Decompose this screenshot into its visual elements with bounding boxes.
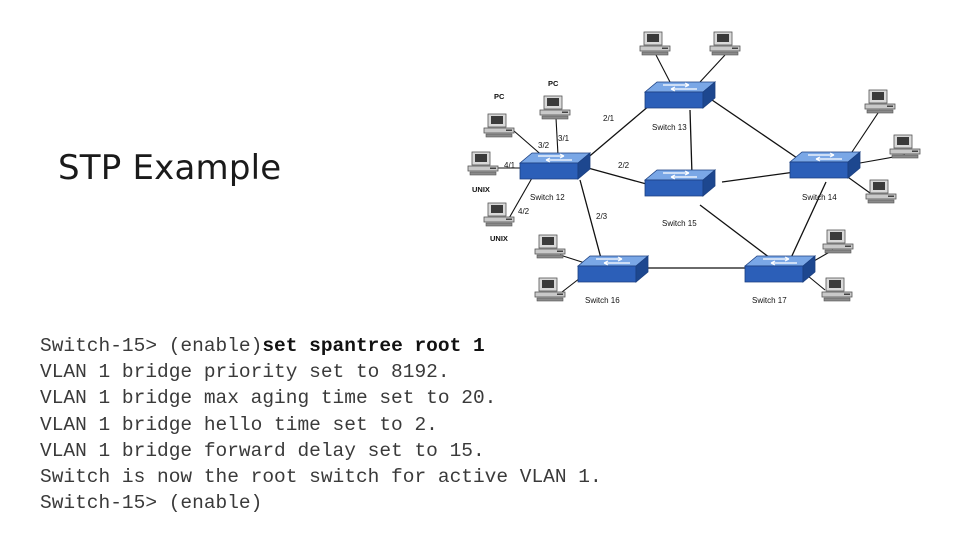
switch-16-icon [577, 255, 649, 283]
console-output: Switch-15> (enable)set spantree root 1 V… [40, 333, 602, 516]
pc-icon [822, 229, 854, 254]
link-sw14-sw17 [789, 181, 827, 261]
port-label: 3/1 [558, 134, 570, 143]
pc-icon [483, 113, 515, 138]
host-label: PC [494, 92, 505, 101]
switch-17-icon [744, 255, 816, 283]
switch-15-icon [644, 169, 716, 197]
network-topology-diagram: Switch 13 Switch 12 Switch 15 Switch 14 … [467, 31, 921, 305]
console-prompt: Switch-15> (enable) [40, 335, 263, 357]
unix-workstation-icon [483, 202, 515, 227]
switch-15-label: Switch 15 [662, 219, 697, 228]
pc-icon [821, 277, 853, 302]
port-label: 2/1 [603, 114, 615, 123]
link-sw13-sw15 [689, 109, 693, 176]
console-line: VLAN 1 bridge priority set to 8192. [40, 361, 450, 384]
switch-17-label: Switch 17 [752, 296, 787, 305]
pc-icon [534, 234, 566, 259]
pc-icon [539, 95, 571, 120]
pc-icon [534, 277, 566, 302]
host-label: UNIX [490, 234, 508, 243]
console-line: VLAN 1 bridge forward delay set to 15. [40, 439, 485, 462]
pc-icon [639, 31, 671, 56]
port-label: 2/3 [596, 212, 608, 221]
link-sw12-sw16 [579, 179, 603, 263]
link-sw13-sw14 [711, 99, 801, 161]
link-sw12-sw13 [584, 104, 651, 161]
pc-icon [889, 134, 921, 159]
pc-icon [865, 179, 897, 204]
switch-14-label: Switch 14 [802, 193, 837, 202]
slide-title: STP Example [58, 148, 282, 188]
port-label: 4/2 [518, 207, 530, 216]
switch-13-label: Switch 13 [652, 123, 687, 132]
console-prompt: Switch-15> (enable) [40, 492, 263, 515]
port-label: 4/1 [504, 161, 516, 170]
console-line: Switch is now the root switch for active… [40, 466, 602, 489]
host-label: UNIX [472, 185, 490, 194]
pc-icon [864, 89, 896, 114]
console-line: VLAN 1 bridge hello time set to 2. [40, 413, 438, 436]
console-line: VLAN 1 bridge max aging time set to 20. [40, 387, 497, 410]
switch-13-icon [644, 81, 716, 109]
port-label: 2/2 [618, 161, 630, 170]
host-label: PC [548, 79, 559, 88]
switch-links [579, 99, 827, 269]
switch-12-label: Switch 12 [530, 193, 565, 202]
link-sw15-sw17 [699, 204, 779, 265]
unix-workstation-icon [467, 151, 499, 176]
port-label: 3/2 [538, 141, 550, 150]
pc-icon [709, 31, 741, 56]
switch-14-icon [789, 151, 861, 179]
console-command: set spantree root 1 [262, 335, 485, 357]
switch-16-label: Switch 16 [585, 296, 620, 305]
link-sw15-sw14 [721, 171, 796, 183]
switch-12-icon [519, 152, 591, 180]
link-sw12-sw15 [587, 167, 651, 186]
